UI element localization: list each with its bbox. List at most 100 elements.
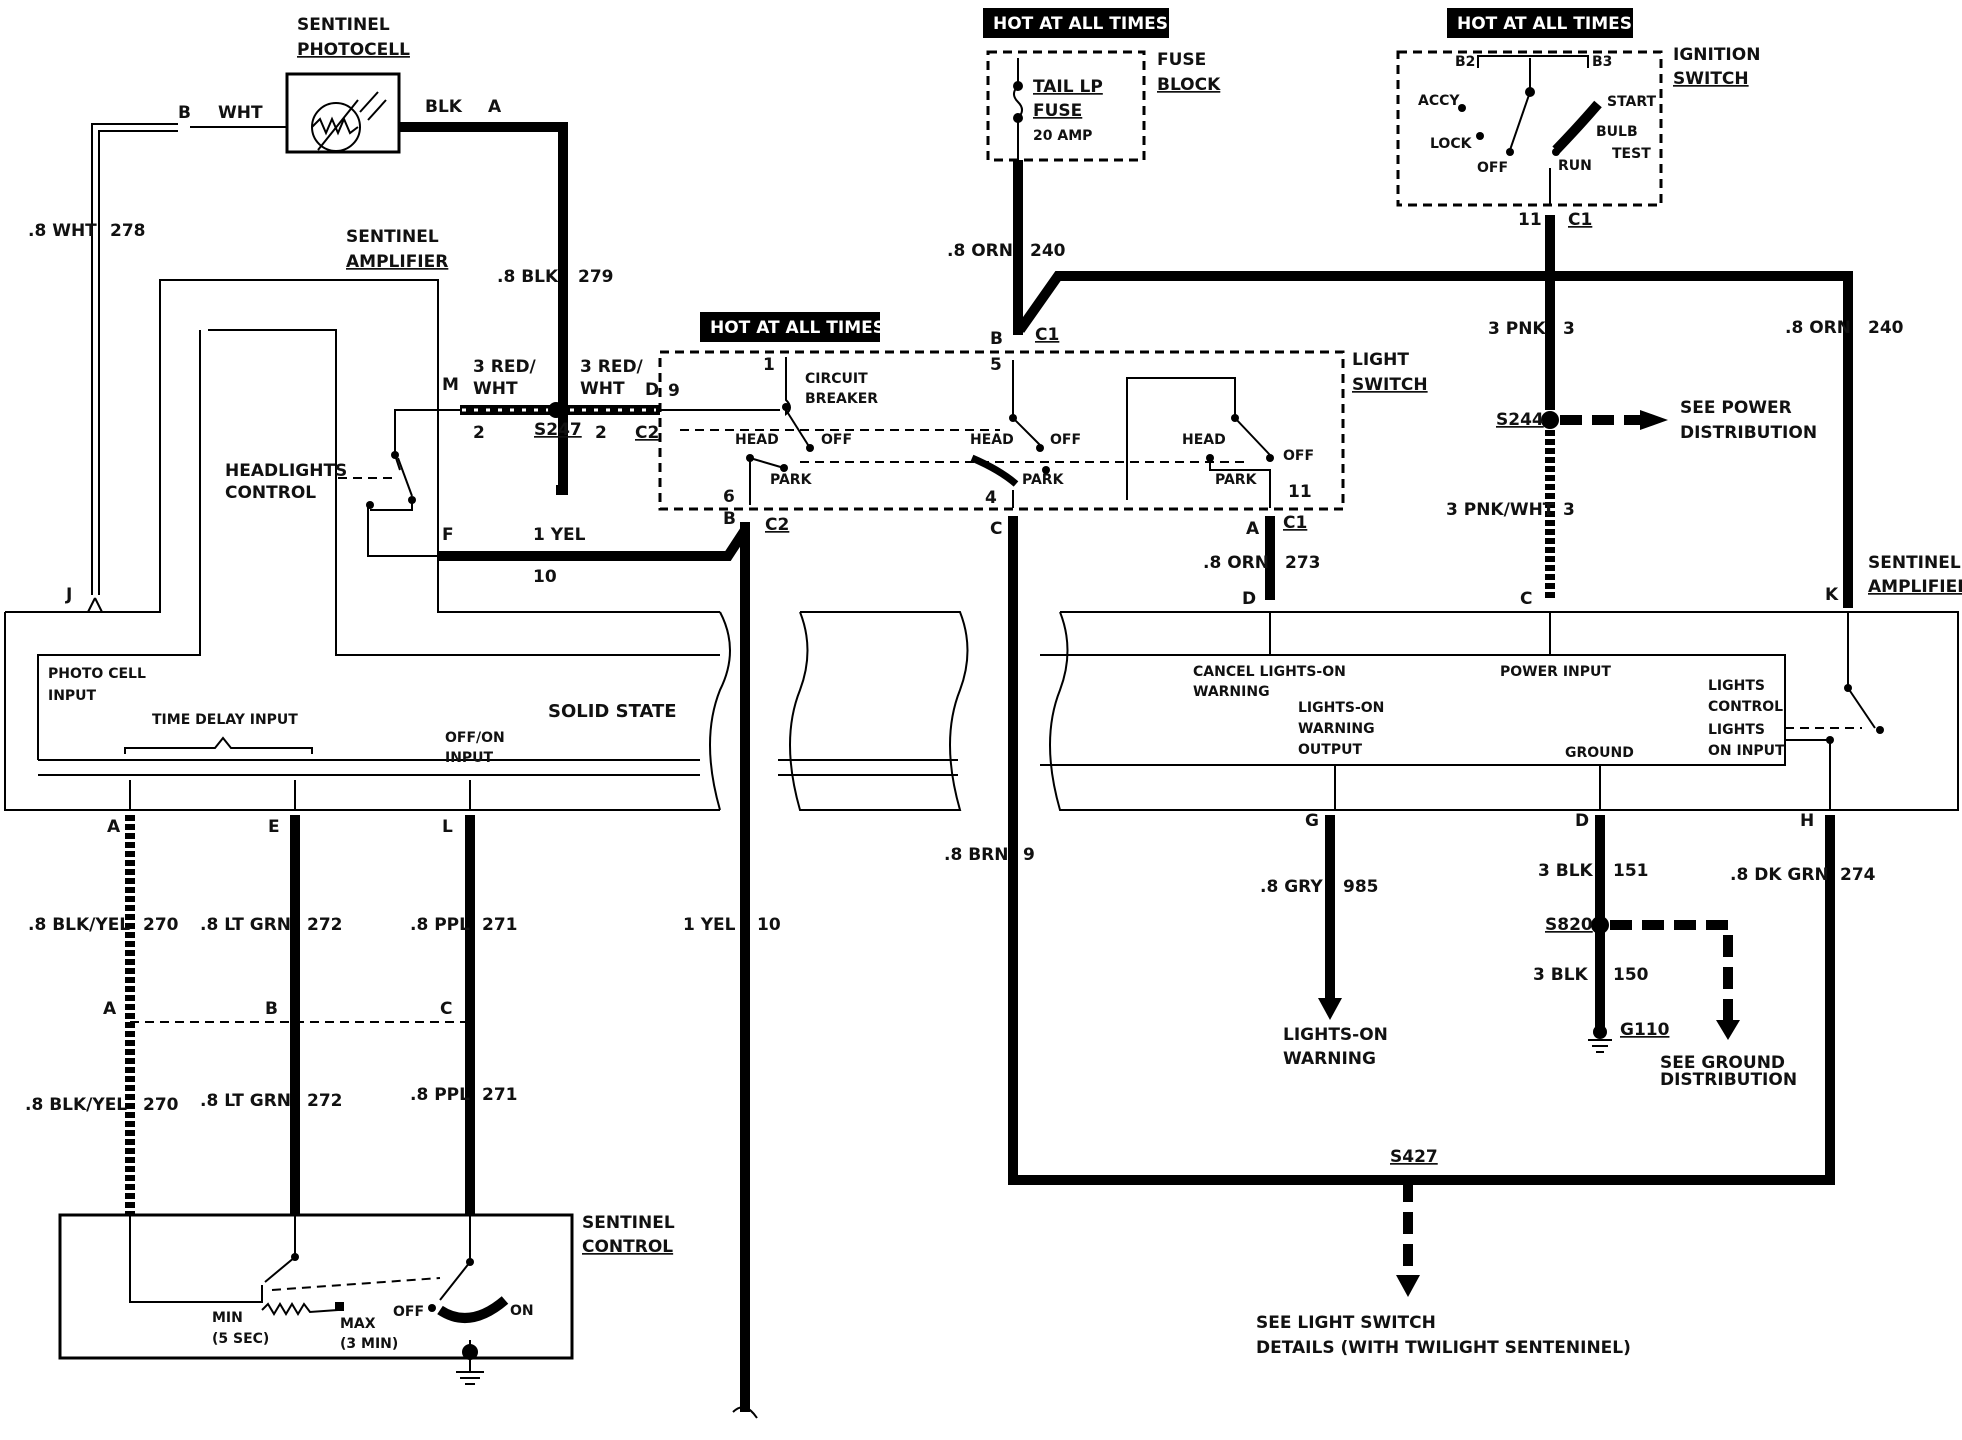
wire-label: 272 [307,1091,343,1111]
wire-label: .8 BLK/YEL [25,1095,127,1115]
wire-label: .8 ORN [1203,553,1269,573]
headlights-control-label: HEADLIGHTS [225,461,347,481]
svg-text:LIGHTS: LIGHTS [1708,722,1765,738]
wire-label: 240 [1868,318,1904,338]
svg-text:OFF: OFF [1283,448,1314,464]
wire-label: 985 [1343,877,1379,897]
svg-text:PARK: PARK [1022,472,1065,488]
connector-label: C1 [1568,210,1592,230]
pin-label: B [723,509,736,529]
pin-label: B [178,103,191,123]
svg-text:1: 1 [763,355,775,375]
svg-text:TAIL LP: TAIL LP [1033,77,1103,97]
wire-label: 273 [1285,553,1321,573]
svg-text:BULB: BULB [1596,124,1638,140]
svg-text:HEAD: HEAD [1182,432,1226,448]
svg-text:FUSE: FUSE [1033,101,1082,121]
pin-label: 9 [668,381,680,401]
ignition-switch: IGNITION SWITCH B2 B3 ACCY LOCK OFF RUN … [1396,45,1760,207]
wire-label: .8 ORN [947,241,1013,261]
sentinel-control: SENTINEL CONTROL MIN (5 SEC) MAX (3 MIN)… [58,1213,675,1385]
ground-label: G110 [1620,1020,1670,1040]
wire-label: 9 [1023,845,1035,865]
wire-label: 3 PNK/WHT [1446,500,1555,520]
wire-label: WHT [473,379,518,399]
svg-text:ON: ON [510,1303,534,1319]
light-switch: LIGHT SWITCH 1 CIRCUIT BREAKER HEAD OFF … [658,350,1428,511]
svg-text:BREAKER: BREAKER [805,391,878,407]
wire-label: .8 BRN [944,845,1008,865]
wire-label: 271 [482,915,518,935]
splice-label: S244 [1496,410,1544,430]
svg-text:HEAD: HEAD [735,432,779,448]
connector-label: C1 [1283,513,1307,533]
photocell-label-1: SENTINEL [297,15,390,35]
wire-label: 278 [110,221,146,241]
wire-label: .8 BLK [497,267,559,287]
hot-label-fuse: HOT AT ALL TIMES [983,8,1169,38]
svg-text:B3: B3 [1592,54,1612,70]
connector-label: C2 [765,515,789,535]
splice-label: S820 [1545,915,1593,935]
svg-text:OFF: OFF [393,1304,424,1320]
lights-on-warning-ref: WARNING [1283,1049,1376,1069]
pin-label: D [1575,811,1589,831]
wire-label: WHT [580,379,625,399]
wire-label: 10 [533,567,557,587]
amp-right-label-1: SENTINEL [1868,553,1961,573]
svg-text:LIGHTS-ON: LIGHTS-ON [1298,700,1384,716]
svg-text:ACCY: ACCY [1418,93,1460,109]
hot-label-light-switch: HOT AT ALL TIMES [700,312,885,342]
wire-label: .8 LT GRN [200,915,291,935]
svg-text:HOT AT ALL TIMES: HOT AT ALL TIMES [993,14,1168,34]
svg-text:START: START [1607,94,1657,110]
svg-text:IGNITION: IGNITION [1673,45,1760,65]
svg-text:HEAD: HEAD [970,432,1014,448]
pin-label: B [265,999,278,1019]
lights-on-warning-ref: LIGHTS-ON [1283,1025,1388,1045]
pin-label: A [1246,519,1260,539]
splice-label: S427 [1390,1147,1438,1167]
svg-text:WARNING: WARNING [1193,684,1270,700]
wire-label: .8 GRY [1260,877,1323,897]
see-power-label: SEE POWER [1680,398,1792,418]
pin-label: A [488,97,502,117]
splice-s244 [1541,411,1559,429]
svg-text:OFF: OFF [821,432,852,448]
wire-label: .8 DK GRN [1730,865,1829,885]
wire-label: 3 [1563,500,1575,520]
svg-text:HOT AT ALL TIMES: HOT AT ALL TIMES [710,318,885,338]
svg-text:LIGHT: LIGHT [1352,350,1409,370]
pin-label: 11 [1518,210,1542,230]
wire-label: 274 [1840,865,1876,885]
time-delay-input-label: TIME DELAY INPUT [152,712,298,728]
svg-text:(3 MIN): (3 MIN) [340,1336,398,1352]
svg-text:CANCEL LIGHTS-ON: CANCEL LIGHTS-ON [1193,664,1346,680]
pin-label: D [645,380,659,400]
wire-label: 3 BLK [1538,861,1594,881]
wire-label: 271 [482,1085,518,1105]
offon-input-label: OFF/ON [445,730,505,746]
pin-label: D [1242,589,1256,609]
wire-label: 3 PNK [1488,319,1546,339]
pin-label: F [442,525,454,545]
wire-label: 272 [307,915,343,935]
photo-cell-input-label: INPUT [48,688,97,704]
see-light-switch-label: DETAILS (WITH TWILIGHT SENTENINEL) [1256,1338,1631,1358]
wire-label: 3 [1563,319,1575,339]
see-ground-label: DISTRIBUTION [1660,1070,1797,1090]
svg-text:(5 SEC): (5 SEC) [212,1331,269,1347]
svg-text:POWER INPUT: POWER INPUT [1500,664,1611,680]
svg-text:6: 6 [723,487,735,507]
amp-left-pins: A E L [107,817,453,837]
wire-label: .8 PPL [410,915,470,935]
wire-label: .8 BLK/YEL [28,915,130,935]
svg-text:FUSE: FUSE [1157,50,1206,70]
splice-s247 [548,402,564,418]
splice-label: S247 [534,420,582,440]
see-power-label: DISTRIBUTION [1680,423,1817,443]
amp-left-label-2: AMPLIFIER [346,252,448,272]
wire-label: 279 [578,267,614,287]
svg-text:ON INPUT: ON INPUT [1708,743,1785,759]
svg-text:L: L [442,817,453,837]
